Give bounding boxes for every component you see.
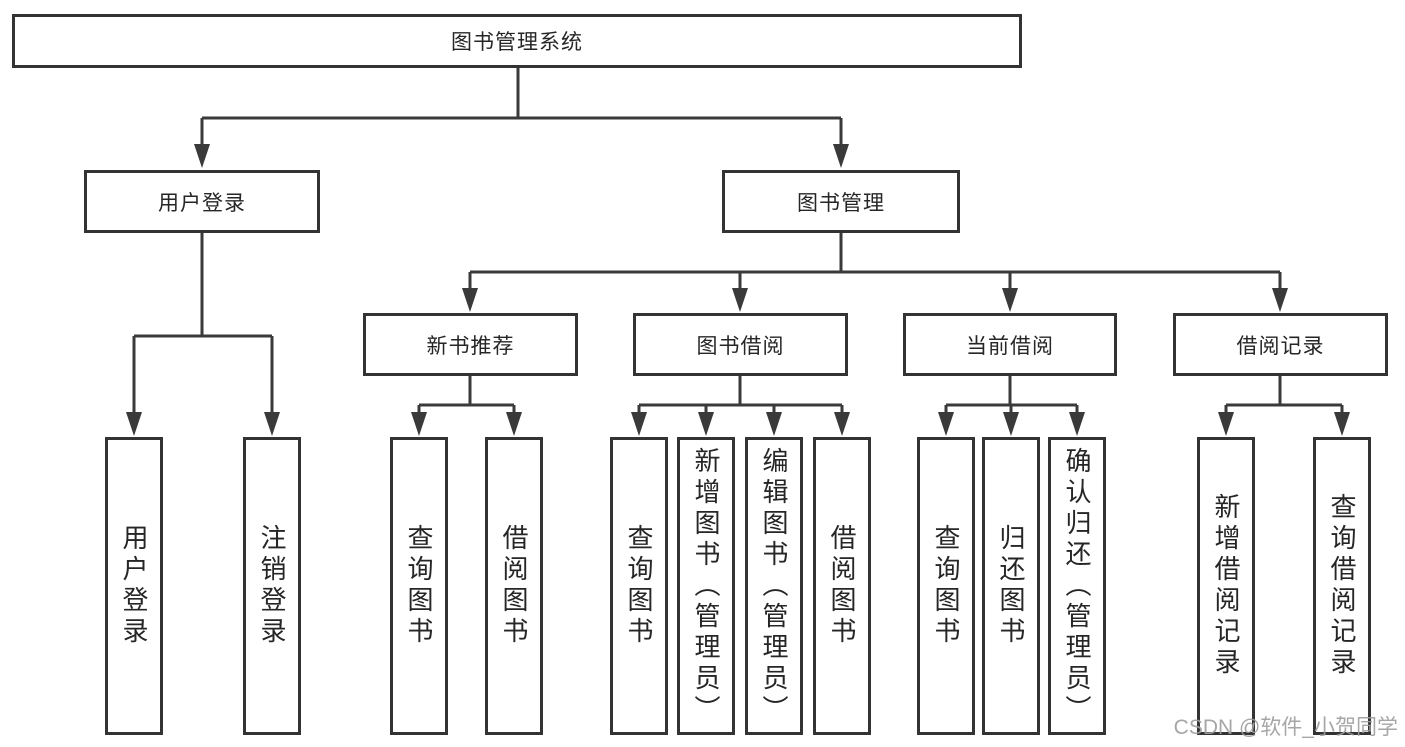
- leaf-borrow-query-books: 查询图书: [610, 437, 668, 735]
- arrowhead-icon: [1069, 412, 1085, 436]
- leaf-newrec-borrow-books: 借阅图书: [485, 437, 543, 735]
- csdn-watermark: CSDN @软件_小贺同学: [1173, 716, 1398, 739]
- leaf-current-query-books: 查询图书: [917, 437, 975, 735]
- leaf-records-add-record: 新增借阅记录: [1197, 437, 1255, 735]
- leaf-newrec-query-books: 查询图书: [390, 437, 448, 735]
- arrowhead-icon: [732, 288, 748, 312]
- arrowheads: [126, 144, 1350, 436]
- node-book-borrow: 图书借阅: [633, 313, 848, 376]
- arrowhead-icon: [1272, 288, 1288, 312]
- arrowhead-icon: [126, 412, 142, 436]
- arrowhead-icon: [938, 412, 954, 436]
- arrowhead-icon: [1218, 412, 1234, 436]
- arrowhead-icon: [1003, 412, 1019, 436]
- node-book-management: 图书管理: [722, 170, 960, 233]
- leaf-borrow-edit-books-admin: 编辑图书（管理员）: [745, 437, 803, 735]
- arrowhead-icon: [833, 144, 849, 168]
- node-borrow-records: 借阅记录: [1173, 313, 1388, 376]
- arrowhead-icon: [1002, 288, 1018, 312]
- arrowhead-icon: [411, 412, 427, 436]
- leaf-logout: 注销登录: [243, 437, 301, 735]
- leaf-borrow-borrow-books: 借阅图书: [813, 437, 871, 735]
- leaf-current-confirm-return-admin: 确认归还（管理员）: [1048, 437, 1106, 735]
- arrowhead-icon: [766, 412, 782, 436]
- arrowhead-icon: [834, 412, 850, 436]
- leaf-records-query-record: 查询借阅记录: [1313, 437, 1371, 735]
- node-new-book-recommend: 新书推荐: [363, 313, 578, 376]
- arrowhead-icon: [462, 288, 478, 312]
- arrowhead-icon: [1334, 412, 1350, 436]
- node-user-login: 用户登录: [84, 170, 320, 233]
- leaf-current-return-books: 归还图书: [982, 437, 1040, 735]
- leaf-borrow-add-books-admin: 新增图书（管理员）: [677, 437, 735, 735]
- arrowhead-icon: [506, 412, 522, 436]
- leaf-user-login: 用户登录: [105, 437, 163, 735]
- arrowhead-icon: [698, 412, 714, 436]
- arrowhead-icon: [194, 144, 210, 168]
- connector-path: [132, 68, 1344, 414]
- arrowhead-icon: [264, 412, 280, 436]
- node-current-borrow: 当前借阅: [903, 313, 1117, 376]
- node-root-library-system: 图书管理系统: [12, 14, 1022, 68]
- arrowhead-icon: [631, 412, 647, 436]
